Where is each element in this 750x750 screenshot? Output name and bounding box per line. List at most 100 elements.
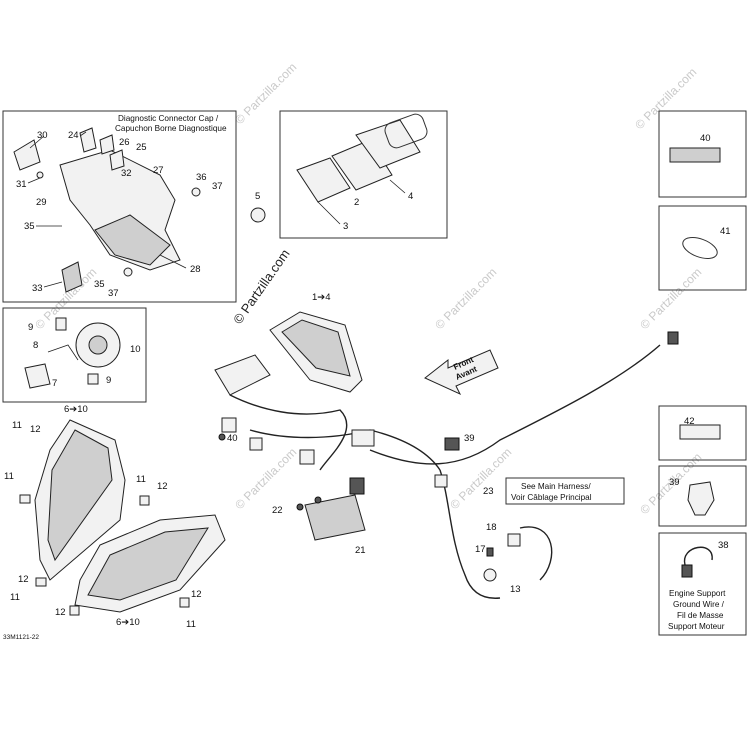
callout: 11: [186, 619, 196, 630]
callout: 37: [212, 181, 223, 192]
right-insets: 40 41 42 39 38 Engine Support Ground Wir…: [658, 110, 747, 636]
callout: 26: [119, 137, 130, 148]
callout: 1➔4: [312, 292, 331, 303]
callout: 2: [354, 197, 359, 208]
harness-caption-line2: Voir Câblage Principal: [511, 493, 592, 502]
regulator-21: [304, 494, 366, 541]
diagnostic-caption-line2: Capuchon Borne Diagnostique: [115, 124, 227, 133]
connector-26: [99, 134, 115, 155]
callout: 11: [136, 474, 146, 485]
callout: 39: [464, 433, 475, 444]
callout: 39: [669, 477, 680, 488]
gauge-lens: [296, 157, 351, 203]
screw-31: [36, 171, 44, 179]
headlight-left: 11 12 11 12 11: [4, 419, 126, 603]
watermark: © Partzilla.com: [232, 60, 299, 127]
callout: 11: [10, 592, 20, 603]
gauge-inset: 5 2 3 4: [250, 110, 448, 239]
callout: 12: [157, 481, 168, 492]
callout: 29: [36, 197, 47, 208]
front-arrow: Front Avant: [424, 349, 499, 396]
callout: 6➔10: [64, 404, 88, 415]
callout: 11: [4, 471, 14, 482]
grommet-42: [679, 424, 721, 440]
callout: 38: [718, 540, 729, 551]
callout: 5: [255, 191, 260, 202]
callout: 37: [108, 288, 119, 299]
callout: 12: [191, 589, 202, 600]
callout: 13: [510, 584, 521, 595]
callout: 7: [52, 378, 57, 389]
callout: 3: [343, 221, 348, 232]
callout: 21: [355, 545, 366, 556]
callout: 12: [30, 424, 41, 435]
ground-terminal: [681, 564, 693, 578]
callout: 18: [486, 522, 497, 533]
connector-end: [667, 331, 679, 345]
callout: 6➔10: [116, 617, 140, 628]
diagnostic-cap: [13, 139, 41, 171]
callout: 23: [483, 486, 494, 497]
nut-37: [191, 187, 201, 197]
callout: 41: [720, 226, 731, 237]
cluster-and-harness: 1➔4 40 39 23 22 21 18 17 13: [214, 292, 679, 599]
gasket-ring: [384, 113, 428, 149]
watermark: © Partzilla.com: [447, 445, 514, 512]
callout: 25: [136, 142, 147, 153]
bulb-9-b: [87, 373, 99, 385]
callout: 17: [475, 544, 486, 555]
bracket: [214, 354, 271, 396]
watermark: © Partzilla.com: [432, 265, 499, 332]
callout: 31: [16, 179, 27, 190]
connector-24: [79, 127, 97, 153]
callout: 12: [18, 574, 29, 585]
figure-code: 33M1121-22: [3, 634, 39, 641]
callout: 42: [684, 416, 695, 427]
callout: 12: [55, 607, 66, 618]
watermark-main: © Partzilla.com: [230, 246, 293, 326]
nut-37-b: [123, 267, 133, 277]
callout: 4: [408, 191, 413, 202]
callout: 36: [196, 172, 207, 183]
callout: 24: [68, 130, 79, 141]
cable-tie-41: [682, 237, 718, 259]
callout: 11: [12, 420, 22, 431]
callout: 27: [153, 165, 164, 176]
spring-clip-8: [47, 344, 79, 361]
connector-39: [444, 437, 460, 451]
callout: 22: [272, 505, 283, 516]
screw: [19, 494, 31, 504]
callout: 40: [227, 433, 238, 444]
callout: 10: [130, 344, 141, 355]
steering-inset: Diagnostic Connector Cap / Capuchon Born…: [2, 110, 237, 303]
clip-39: [687, 481, 715, 516]
bulb-7: [24, 363, 51, 389]
post-18: [507, 533, 521, 547]
watermark: © Partzilla.com: [632, 65, 699, 132]
headlight-right: 11 12 12 11 12 6➔10: [55, 474, 226, 630]
grommet: [35, 577, 47, 587]
ground-caption-line4: Support Moteur: [668, 622, 725, 631]
ground-wire: [684, 546, 713, 566]
bulb-inset: 9 10 8 7 9: [2, 307, 147, 403]
tube-40: [669, 147, 721, 163]
callout: 35: [24, 221, 35, 232]
callout: 32: [121, 168, 132, 179]
callout: 33: [32, 283, 43, 294]
callout: 30: [37, 130, 48, 141]
gauge-bezel: [355, 119, 421, 169]
callout: 40: [700, 133, 711, 144]
connector-25: [109, 149, 125, 171]
callout: 8: [33, 340, 38, 351]
harness-caption-line1: See Main Harness/: [521, 482, 591, 491]
clip-17: [486, 547, 494, 557]
watermark: © Partzilla.com: [232, 445, 299, 512]
dess-13: [483, 568, 497, 582]
ground-caption-line1: Engine Support: [669, 589, 726, 598]
callout: 9: [106, 375, 111, 386]
sensor-33: [61, 261, 83, 293]
diagnostic-caption-line1: Diagnostic Connector Cap /: [118, 114, 219, 123]
callout: 28: [190, 264, 201, 275]
ground-caption-line2: Ground Wire /: [673, 600, 725, 609]
